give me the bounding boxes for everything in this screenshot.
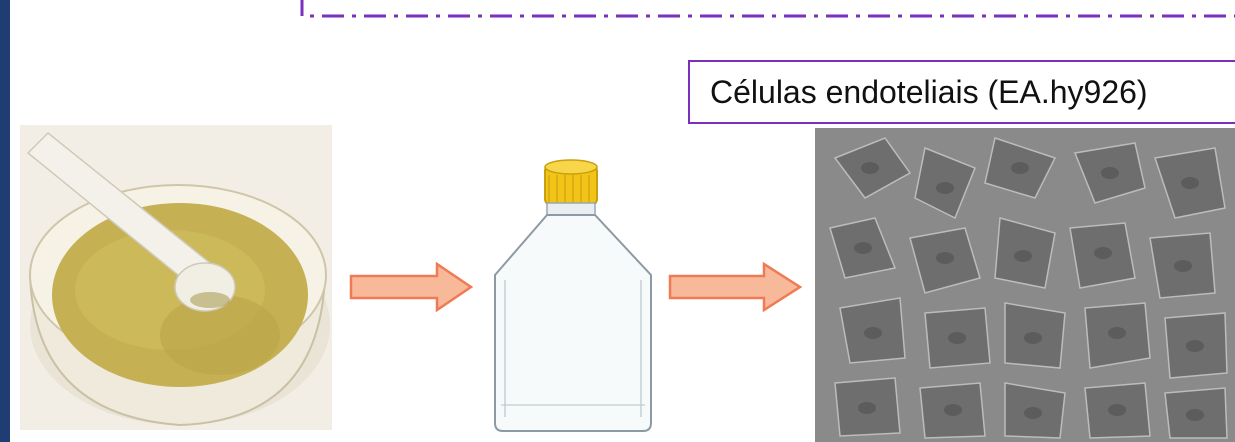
arrow-right-icon [349, 262, 474, 312]
dashed-title-frame [300, 0, 1235, 24]
culture-flask-image [485, 155, 660, 435]
cell-label-text: Células endoteliais (EA.hy926) [710, 74, 1148, 111]
arrow-right-icon [668, 262, 803, 312]
mortar-pestle-image [20, 125, 332, 430]
left-edge-bar [0, 0, 10, 442]
right-arrow-2 [668, 262, 803, 312]
cell-label-box: Células endoteliais (EA.hy926) [688, 60, 1235, 124]
endothelial-cells-micrograph [815, 128, 1235, 442]
right-arrow-1 [349, 262, 474, 312]
